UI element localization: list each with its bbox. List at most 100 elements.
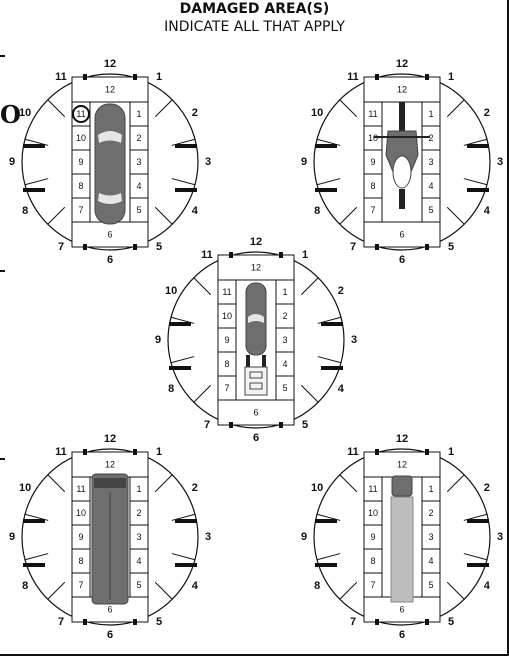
truck-bed [244, 366, 268, 396]
area-cell-3[interactable]: 3 [428, 532, 433, 542]
area-cell-2[interactable]: 2 [282, 311, 287, 321]
truck-cab [391, 475, 413, 497]
area-cell-5[interactable]: 5 [428, 580, 433, 590]
clock-number: 10 [311, 482, 323, 494]
clock-marker [315, 563, 337, 567]
clock-tick [24, 553, 49, 561]
clock-tick [339, 474, 358, 493]
clock-number: 5 [448, 616, 454, 628]
area-cell-7[interactable]: 7 [78, 205, 83, 215]
area-cell-3[interactable]: 3 [428, 157, 433, 167]
area-cell-6[interactable]: 6 [107, 230, 112, 240]
area-cell-8[interactable]: 8 [224, 359, 229, 369]
area-cell-3[interactable]: 3 [136, 532, 141, 542]
clock-circle [313, 73, 491, 251]
bed-box [249, 371, 263, 379]
clock-tick [171, 553, 196, 561]
area-cell-12[interactable]: 12 [397, 460, 407, 470]
area-cell-12[interactable]: 12 [105, 460, 115, 470]
area-cell-1[interactable]: 1 [136, 484, 141, 494]
area-cell-4[interactable]: 4 [428, 181, 433, 191]
area-cell-4[interactable]: 4 [136, 556, 141, 566]
area-cell-9[interactable]: 9 [370, 532, 375, 542]
clock-number: 6 [399, 254, 405, 266]
area-cell-9[interactable]: 9 [78, 157, 83, 167]
area-cell-11[interactable]: 11 [368, 109, 377, 119]
clock-number: 9 [9, 531, 15, 543]
area-cell-2[interactable]: 2 [136, 133, 141, 143]
margin-tick [0, 270, 5, 272]
grid-marker [425, 449, 429, 455]
clock-number: 9 [301, 156, 307, 168]
area-cell-11[interactable]: 11 [368, 484, 377, 494]
clock-marker [467, 563, 489, 567]
area-cell-10[interactable]: 10 [368, 508, 378, 518]
area-cell-1[interactable]: 1 [428, 109, 433, 119]
clock-tick [317, 356, 342, 364]
clock-number: 2 [484, 107, 490, 119]
clock-number: 9 [9, 156, 15, 168]
area-cell-6[interactable]: 6 [253, 408, 258, 418]
area-cell-11[interactable]: 11 [76, 484, 85, 494]
area-cell-6[interactable]: 6 [399, 605, 404, 615]
area-cell-3[interactable]: 3 [136, 157, 141, 167]
area-cell-4[interactable]: 4 [428, 556, 433, 566]
area-cell-2[interactable]: 2 [136, 508, 141, 518]
area-cell-12[interactable]: 12 [397, 85, 407, 95]
area-cell-8[interactable]: 8 [370, 181, 375, 191]
area-cell-8[interactable]: 8 [78, 556, 83, 566]
clock-number: 6 [399, 629, 405, 641]
grid-marker [425, 619, 429, 625]
area-cell-5[interactable]: 5 [136, 580, 141, 590]
clock-number: 7 [58, 241, 64, 253]
area-cell-1[interactable]: 1 [136, 109, 141, 119]
clock-number: 5 [156, 616, 162, 628]
area-cell-10[interactable]: 10 [368, 133, 378, 143]
area-cell-10[interactable]: 10 [76, 133, 86, 143]
clock-tick [300, 384, 319, 403]
area-cell-10[interactable]: 10 [222, 311, 232, 321]
area-cell-4[interactable]: 4 [282, 359, 287, 369]
area-cell-2[interactable]: 2 [428, 133, 433, 143]
area-cell-5[interactable]: 5 [282, 383, 287, 393]
area-cell-9[interactable]: 9 [370, 157, 375, 167]
area-cell-11[interactable]: 11 [222, 287, 231, 297]
clock-tick [171, 178, 196, 186]
clock-number: 8 [22, 205, 28, 217]
clock-circle [167, 251, 345, 429]
area-cell-8[interactable]: 8 [78, 181, 83, 191]
clock-tick [170, 356, 195, 364]
area-cell-6[interactable]: 6 [399, 230, 404, 240]
clock-number: 6 [107, 254, 113, 266]
area-cell-9[interactable]: 9 [78, 532, 83, 542]
area-cell-9[interactable]: 9 [224, 335, 229, 345]
area-cell-2[interactable]: 2 [428, 508, 433, 518]
windshield [248, 314, 264, 323]
area-cell-3[interactable]: 3 [282, 335, 287, 345]
area-cell-10[interactable]: 10 [76, 508, 86, 518]
grid-marker [133, 449, 137, 455]
area-cell-1[interactable]: 1 [428, 484, 433, 494]
clock-number: 1 [156, 71, 162, 83]
clock-tick [446, 99, 465, 118]
area-cell-7[interactable]: 7 [78, 580, 83, 590]
clock-tick [24, 178, 49, 186]
clock-tick [47, 99, 66, 118]
area-cell-12[interactable]: 12 [105, 85, 115, 95]
area-cell-8[interactable]: 8 [370, 556, 375, 566]
area-cell-5[interactable]: 5 [428, 205, 433, 215]
area-cell-7[interactable]: 7 [224, 383, 229, 393]
area-cell-7[interactable]: 7 [370, 205, 375, 215]
clock-marker [467, 188, 489, 192]
clock-number: 2 [192, 482, 198, 494]
clock-number: 8 [22, 580, 28, 592]
area-cell-6[interactable]: 6 [107, 605, 112, 615]
area-cell-1[interactable]: 1 [282, 287, 287, 297]
area-cell-11[interactable]: 11 [76, 109, 85, 119]
area-cell-7[interactable]: 7 [370, 580, 375, 590]
area-cell-12[interactable]: 12 [251, 263, 261, 273]
area-cell-4[interactable]: 4 [136, 181, 141, 191]
area-cell-5[interactable]: 5 [136, 205, 141, 215]
section-title: DAMAGED AREA(S) [179, 1, 330, 17]
